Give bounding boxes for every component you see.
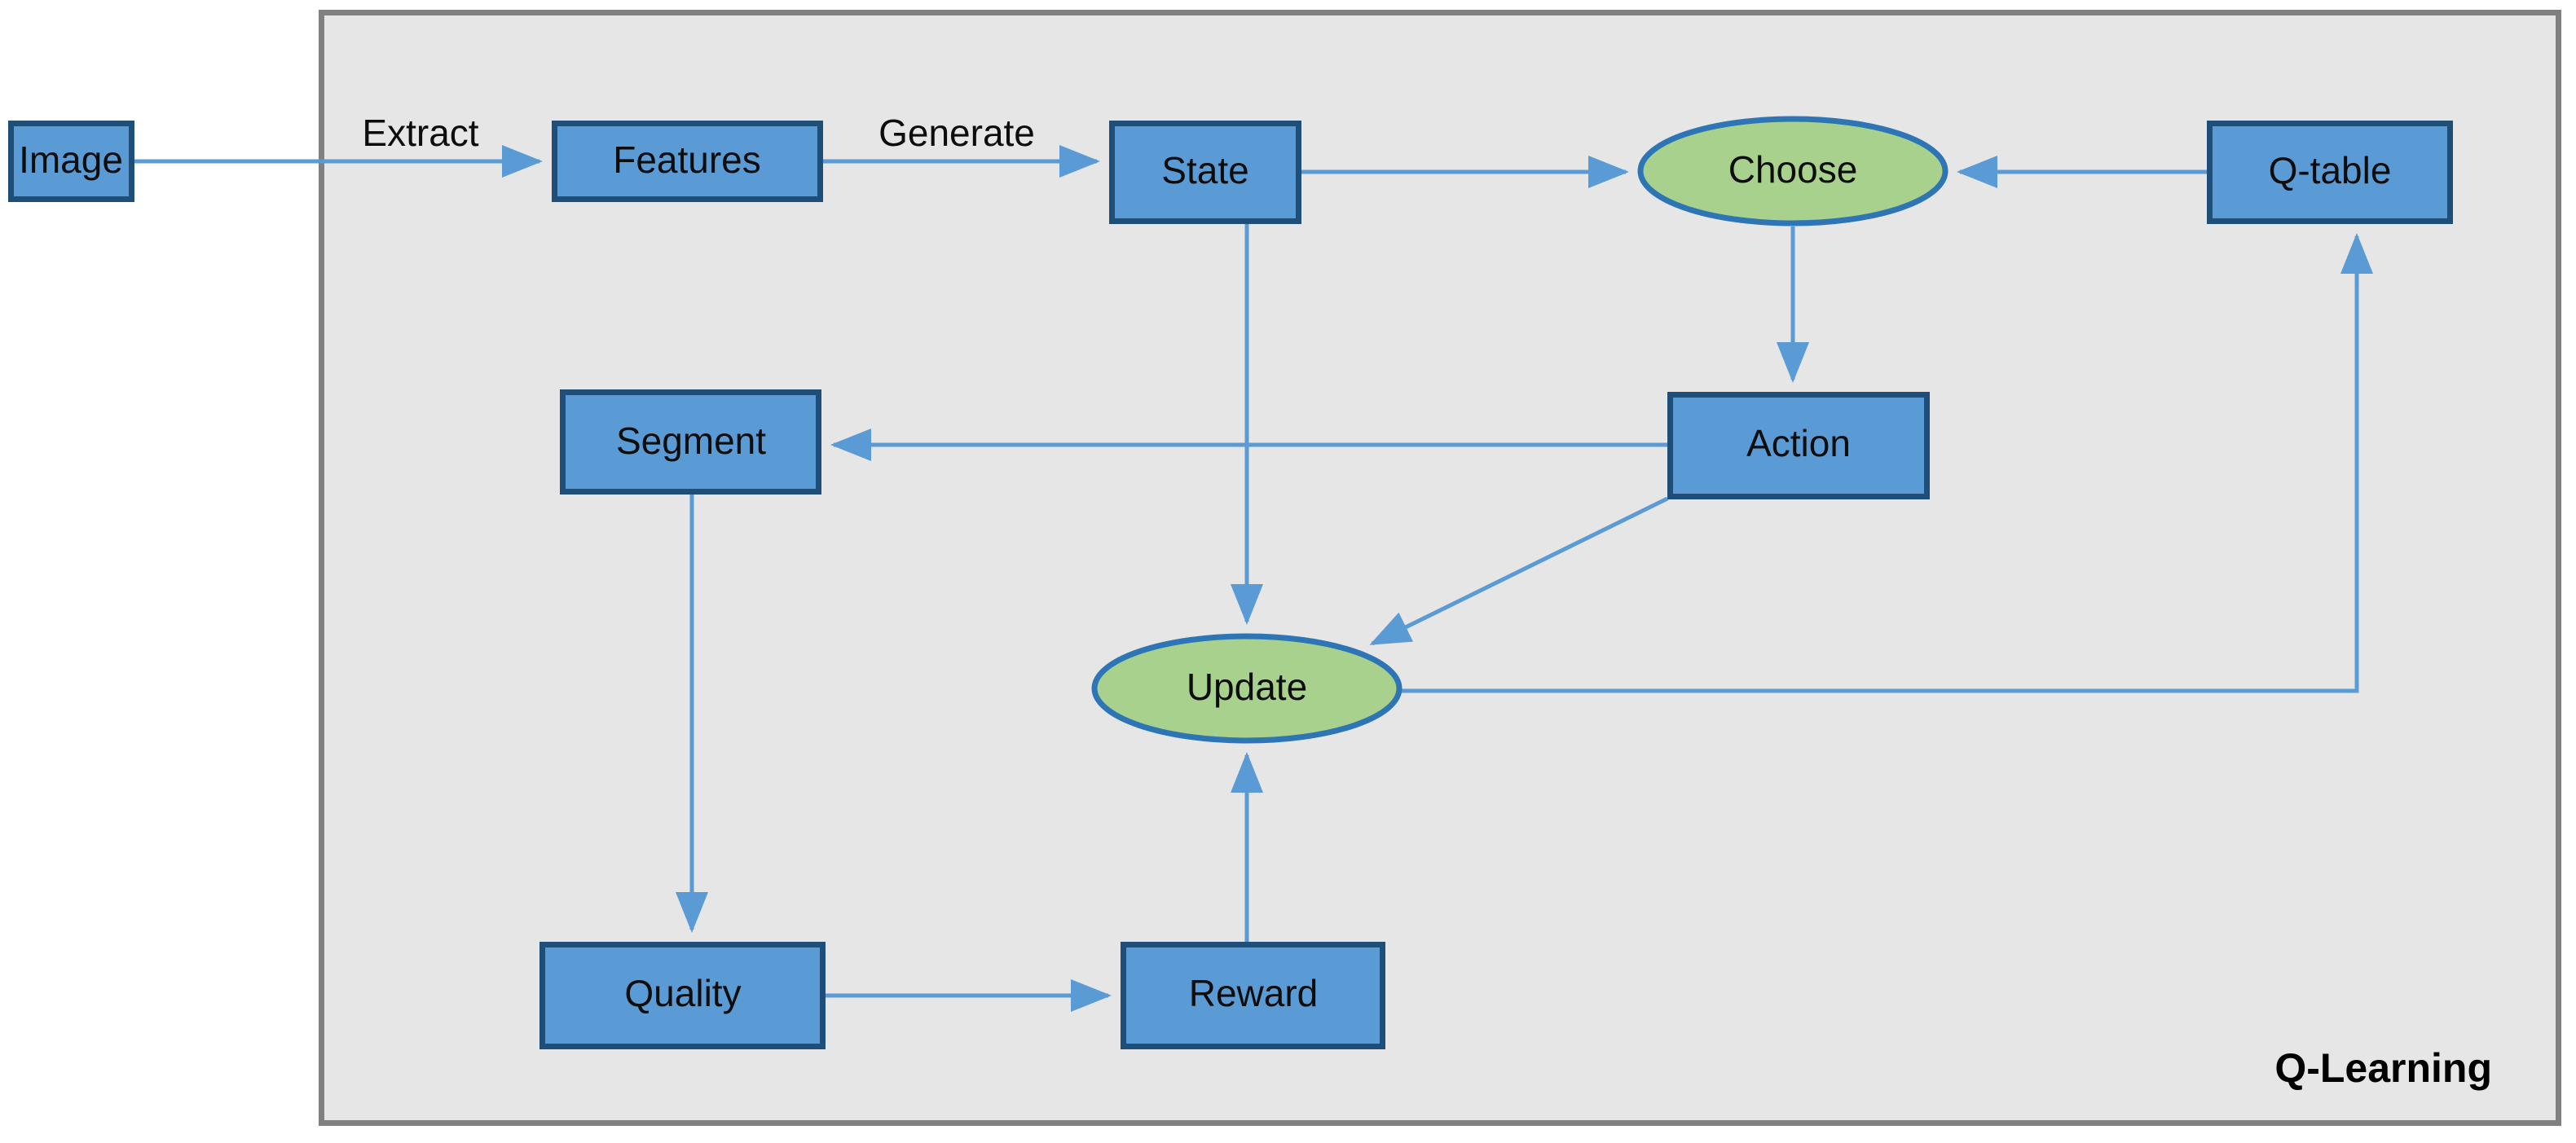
node-update[interactable]: Update (1091, 633, 1402, 744)
node-qtable[interactable]: Q-table (2207, 121, 2453, 224)
node-image-shape[interactable] (8, 121, 134, 202)
edge-label-generate: Generate (878, 112, 1035, 154)
node-quality[interactable]: Quality (539, 942, 826, 1049)
node-features-label: Features (613, 138, 761, 181)
node-image[interactable]: Image (8, 121, 134, 202)
node-features-shape[interactable] (552, 121, 823, 202)
connector-layer (134, 145, 2373, 1012)
node-state-shape[interactable] (1109, 121, 1301, 224)
node-choose-label: Choose (1728, 148, 1858, 191)
edge-label-extract: Extract (362, 112, 478, 154)
node-choose-shape[interactable] (1637, 116, 1949, 226)
panel-caption: Q-Learning (2274, 1045, 2492, 1091)
edge-update-qtable (1402, 232, 2373, 693)
node-choose[interactable]: Choose (1637, 116, 1949, 226)
node-update-shape[interactable] (1091, 633, 1402, 744)
node-segment-shape[interactable] (560, 389, 821, 495)
node-action-shape[interactable] (1667, 392, 1930, 499)
node-quality-shape[interactable] (539, 942, 826, 1049)
node-reward-label: Reward (1189, 972, 1319, 1014)
node-state[interactable]: State (1109, 121, 1301, 224)
node-qtable-label: Q-table (2269, 149, 2392, 191)
node-update-label: Update (1187, 666, 1307, 708)
node-state-label: State (1161, 149, 1248, 191)
node-segment-label: Segment (616, 420, 766, 462)
node-reward[interactable]: Reward (1121, 942, 1385, 1049)
node-qtable-shape[interactable] (2207, 121, 2453, 224)
node-action[interactable]: Action (1667, 392, 1930, 499)
node-image-label: Image (19, 138, 123, 181)
edge-action-update (1369, 496, 1669, 646)
node-action-label: Action (1746, 422, 1851, 464)
node-features[interactable]: Features (552, 121, 823, 202)
node-segment[interactable]: Segment (560, 389, 821, 495)
node-quality-label: Quality (624, 972, 741, 1014)
node-reward-shape[interactable] (1121, 942, 1385, 1049)
